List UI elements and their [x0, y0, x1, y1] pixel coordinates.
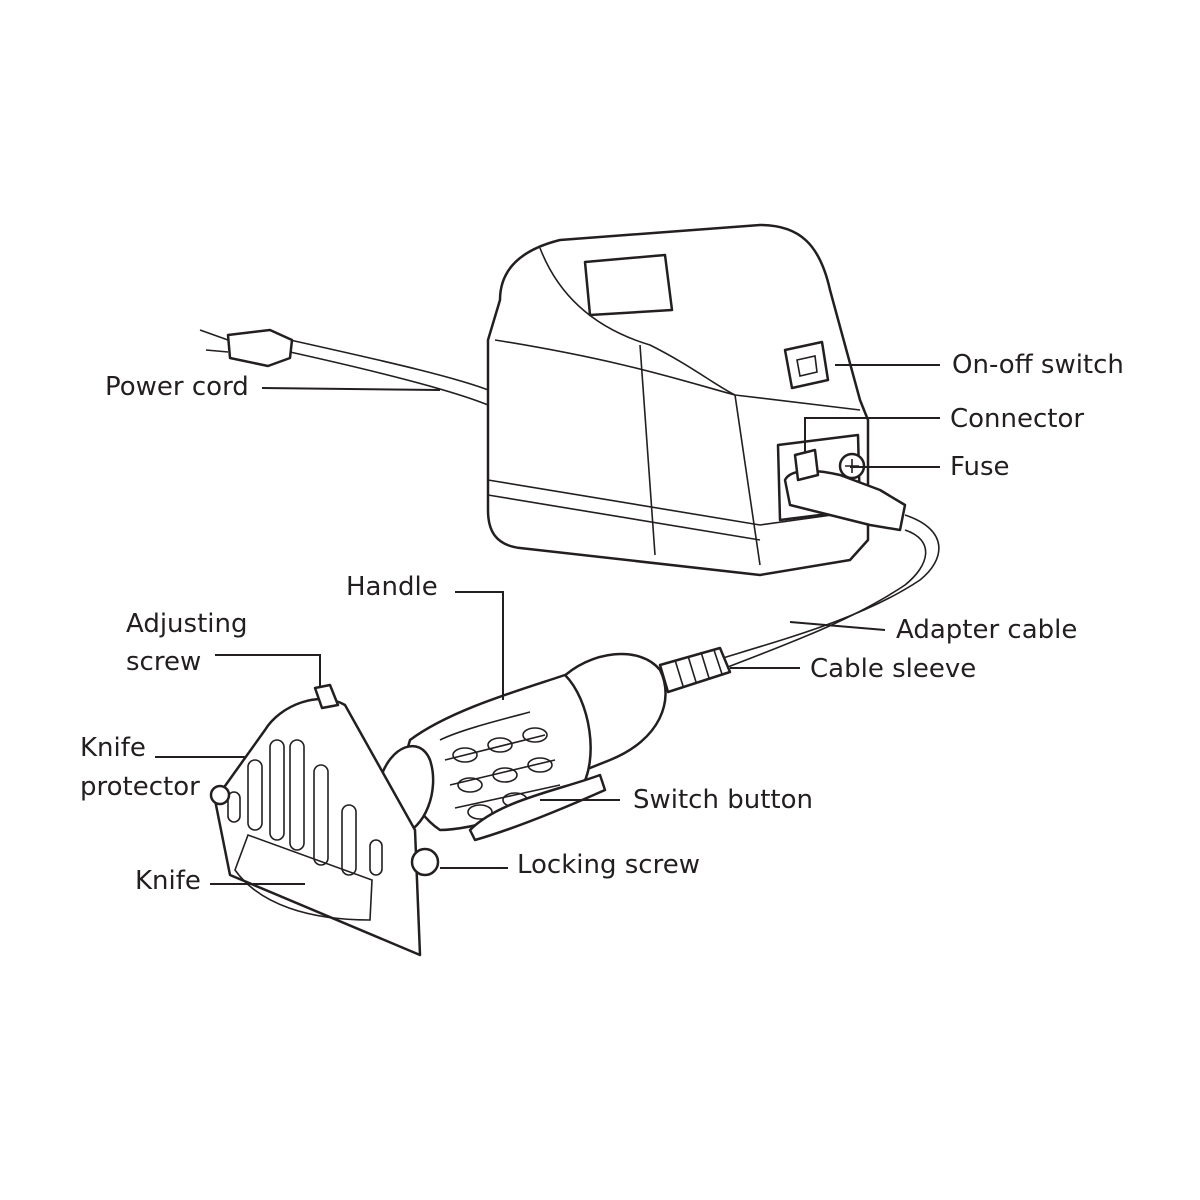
- label-knife-protector-line2: protector: [80, 772, 200, 802]
- label-switch-button: Switch button: [633, 785, 813, 815]
- label-knife-protector-line1: Knife: [80, 733, 146, 763]
- label-adjusting-screw-line2: screw: [126, 647, 202, 677]
- handle-illustration: [378, 652, 667, 842]
- leader-lines: [155, 364, 940, 885]
- label-connector: Connector: [950, 404, 1085, 434]
- locking-screw-icon: [410, 847, 440, 877]
- adjusting-screw-icon: [313, 683, 340, 710]
- label-fuse: Fuse: [950, 452, 1010, 482]
- label-handle: Handle: [346, 572, 438, 602]
- label-locking-screw: Locking screw: [517, 850, 700, 880]
- cable-sleeve-illustration: [658, 646, 732, 694]
- adapter-cable-illustration: [699, 514, 940, 666]
- label-on-off-switch: On-off switch: [952, 350, 1124, 380]
- label-power-cord: Power cord: [105, 372, 249, 402]
- label-adapter-cable: Adapter cable: [896, 615, 1078, 645]
- transformer-box: [486, 223, 907, 577]
- knife-protector-illustration: [209, 683, 440, 957]
- label-knife: Knife: [135, 866, 201, 896]
- power-cord-illustration: [199, 328, 501, 409]
- label-cable-sleeve: Cable sleeve: [810, 654, 977, 684]
- label-adjusting-screw-line1: Adjusting: [126, 609, 248, 639]
